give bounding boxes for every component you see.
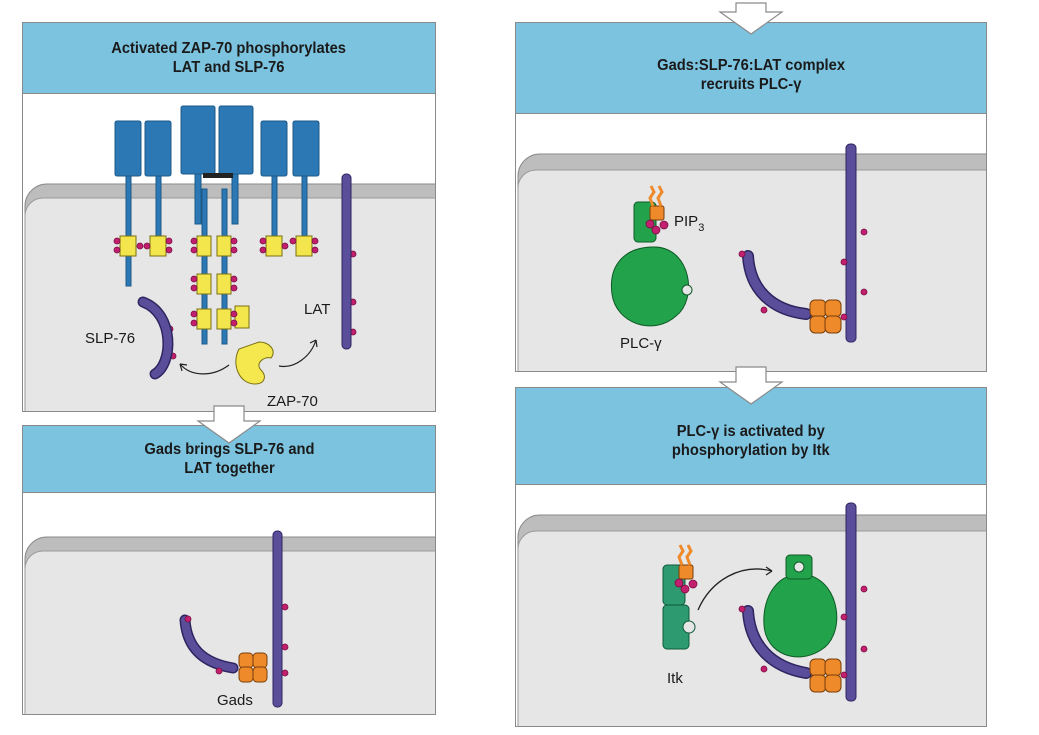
panel-title: Gads:SLP-76:LAT complex recruits PLC-γ — [657, 57, 845, 93]
lat-protein — [272, 530, 283, 708]
curved-arrow-icon — [179, 339, 318, 375]
label-slp76: SLP-76 — [85, 330, 135, 347]
plc-gamma-protein — [763, 554, 838, 658]
panel-zap70: Activated ZAP-70 phosphorylates LAT and … — [22, 22, 436, 412]
curved-arrow-icon — [697, 566, 773, 611]
zap70-diagram: SLP-76 LAT ZAP-70 — [24, 105, 435, 411]
label-gads: Gads — [217, 692, 253, 709]
panel-diagram: Itk — [516, 485, 986, 726]
tcr-complex — [114, 105, 320, 345]
phosphate-icon — [674, 578, 868, 679]
down-arrow-icon — [196, 405, 262, 444]
itam-group — [119, 235, 313, 330]
panel-gads: Gads brings SLP-76 and LAT together Gads — [22, 425, 436, 715]
plc-recruit-diagram: PIP3 PLC-γ — [517, 143, 986, 371]
gads-protein — [809, 299, 842, 334]
panel-diagram: SLP-76 LAT ZAP-70 — [23, 94, 435, 411]
phosphate-icon — [184, 603, 289, 677]
panel-header: Gads brings SLP-76 and LAT together — [23, 426, 435, 493]
panel-header: Activated ZAP-70 phosphorylates LAT and … — [23, 23, 435, 94]
pip3-lipid — [648, 185, 665, 221]
gads-protein — [238, 652, 268, 683]
cytoplasm — [24, 550, 435, 714]
panel-title: PLC-γ is activated by phosphorylation by… — [672, 423, 830, 459]
zap70-protein — [235, 341, 274, 385]
down-arrow-icon — [718, 2, 784, 35]
lat-protein — [845, 143, 857, 343]
label-zap70: ZAP-70 — [267, 393, 318, 410]
phosphate-icon — [645, 219, 868, 321]
cytoplasm — [24, 197, 435, 411]
itk-diagram: Itk — [517, 502, 986, 726]
panel-diagram: Gads — [23, 493, 435, 714]
panel-title: Gads brings SLP-76 and LAT together — [143, 441, 315, 477]
panel-title: Activated ZAP-70 phosphorylates LAT and … — [111, 40, 347, 76]
panel-diagram: PIP3 PLC-γ — [516, 114, 986, 371]
pip3-lipid — [677, 544, 694, 580]
gads-diagram: Gads — [24, 530, 435, 714]
lat-protein — [845, 502, 857, 702]
label-plc: PLC-γ — [620, 335, 662, 352]
label-lat: LAT — [304, 301, 330, 318]
panel-itk: PLC-γ is activated by phosphorylation by… — [515, 387, 987, 727]
lat-protein — [341, 173, 352, 350]
label-pip3: PIP3 — [674, 213, 704, 234]
panel-header: Gads:SLP-76:LAT complex recruits PLC-γ — [516, 23, 986, 114]
label-itk: Itk — [667, 670, 683, 687]
panel-plc-recruit: Gads:SLP-76:LAT complex recruits PLC-γ — [515, 22, 987, 372]
down-arrow-icon — [718, 366, 784, 405]
gads-protein — [809, 658, 842, 693]
